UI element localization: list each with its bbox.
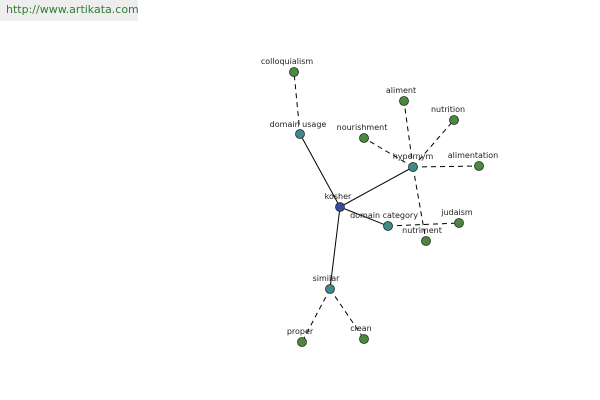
label-similar[interactable]: similar xyxy=(313,274,341,283)
node-alimentation[interactable] xyxy=(474,161,484,171)
label-kosher[interactable]: kosher xyxy=(325,192,352,201)
edge-hypernym-nutrition xyxy=(412,119,455,168)
label-judaism[interactable]: judaism xyxy=(440,208,473,217)
graph-nodes xyxy=(289,67,484,347)
node-proper[interactable] xyxy=(297,337,307,347)
edge-hypernym-nutriment xyxy=(412,166,427,242)
site-url-link[interactable]: http://www.artikata.com xyxy=(6,3,139,16)
node-clean[interactable] xyxy=(359,334,369,344)
edge-similar-proper xyxy=(301,288,331,343)
label-nutrition[interactable]: nutrition xyxy=(431,105,465,114)
node-colloquialism[interactable] xyxy=(289,67,299,77)
edge-kosher-hypernym xyxy=(339,166,414,208)
edge-hypernym-aliment xyxy=(403,100,414,168)
graph-labels: kosher domain usage hypernym domain categor… xyxy=(261,57,498,336)
node-nourishment[interactable] xyxy=(359,133,369,143)
edge-domain_category-judaism xyxy=(387,222,460,227)
url-banner: http://www.artikata.com xyxy=(0,0,139,21)
node-judaism[interactable] xyxy=(454,218,464,228)
label-clean[interactable]: clean xyxy=(350,324,372,333)
edge-kosher-domain_usage xyxy=(299,133,341,208)
label-nourishment[interactable]: nourishment xyxy=(337,123,388,132)
node-similar[interactable] xyxy=(325,284,335,294)
edge-hypernym-nourishment xyxy=(363,137,414,168)
node-nutriment[interactable] xyxy=(421,236,431,246)
label-domain-category[interactable]: domain category xyxy=(350,211,418,220)
node-hypernym[interactable] xyxy=(408,162,418,172)
edge-kosher-domain_category xyxy=(339,206,389,227)
label-nutriment[interactable]: nutriment xyxy=(402,226,442,235)
edge-kosher-similar xyxy=(329,206,341,290)
label-proper[interactable]: proper xyxy=(287,327,314,336)
node-aliment[interactable] xyxy=(399,96,409,106)
edge-domain_usage-colloquialism xyxy=(293,71,301,135)
node-kosher[interactable] xyxy=(335,202,345,212)
graph-edges xyxy=(293,71,480,343)
node-nutrition[interactable] xyxy=(449,115,459,125)
label-colloquialism[interactable]: colloquialism xyxy=(261,57,314,66)
label-hypernym[interactable]: hypernym xyxy=(393,152,434,161)
edge-hypernym-alimentation xyxy=(412,165,480,168)
label-aliment[interactable]: aliment xyxy=(386,86,416,95)
edge-similar-clean xyxy=(329,288,365,340)
label-alimentation[interactable]: alimentation xyxy=(448,151,499,160)
label-domain-usage[interactable]: domain usage xyxy=(270,120,327,129)
node-domain-usage[interactable] xyxy=(295,129,305,139)
node-domain-category[interactable] xyxy=(383,221,393,231)
